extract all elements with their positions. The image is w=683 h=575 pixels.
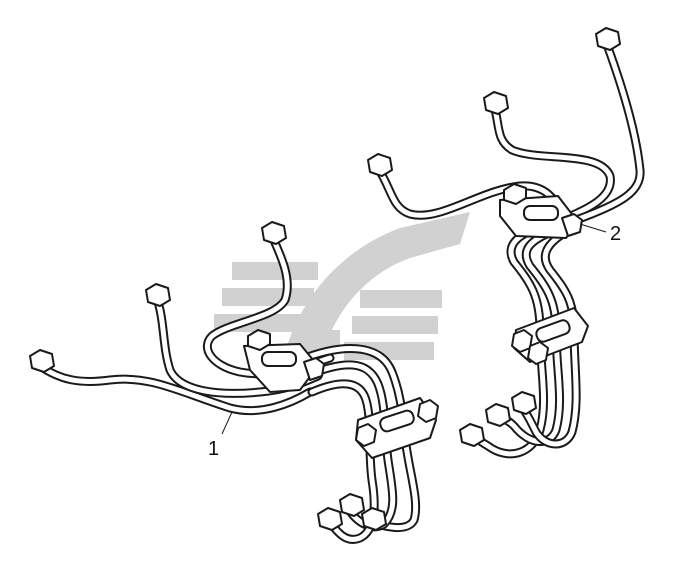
clamp-bolt — [247, 329, 271, 351]
clamp-bolt — [303, 357, 325, 381]
fitting-nut — [339, 493, 365, 517]
fuel-pipe — [465, 221, 553, 459]
watermark-sweep — [286, 212, 470, 360]
fuel-pipe — [307, 379, 379, 544]
callout-label-1: 1 — [208, 438, 220, 460]
watermark-stripe — [352, 316, 438, 334]
fitting-nut — [485, 403, 511, 427]
fuel-pipe — [515, 227, 581, 449]
pipe-clamp — [499, 183, 583, 239]
clamp-bolt — [355, 423, 377, 447]
clamp-bolt — [503, 183, 527, 205]
fitting-nut — [145, 283, 171, 307]
fuel-pipe — [35, 361, 315, 416]
fitting-nut — [261, 221, 287, 245]
fitting-nut — [367, 153, 393, 177]
clamp-bolt — [527, 341, 549, 365]
pipe-clamp — [511, 307, 589, 365]
leader-line-2 — [579, 223, 607, 233]
watermark-stripe — [222, 288, 314, 306]
fitting-nut — [595, 27, 621, 51]
pipe-clamp — [355, 397, 439, 459]
watermark-stripe — [300, 330, 340, 350]
fitting-nut — [317, 507, 343, 531]
fitting-nut — [361, 507, 387, 531]
callout-label-2: 2 — [610, 223, 622, 245]
fitting-nut — [459, 423, 485, 447]
fitting-nut — [29, 349, 55, 373]
fuel-pipe — [373, 163, 565, 220]
fuel-pipe — [571, 37, 645, 225]
fitting-nut — [511, 391, 537, 415]
fitting-nut — [483, 91, 509, 115]
watermark-stripe — [360, 290, 442, 308]
fuel-pipe — [489, 101, 615, 223]
pipe-assembly-1 — [29, 221, 439, 544]
clamp-bolt — [561, 213, 583, 237]
leader-line-1 — [221, 411, 233, 435]
fuel-pipe — [489, 225, 565, 446]
clamp-bolt — [417, 399, 439, 423]
pipe-assembly-2 — [367, 27, 645, 459]
pipe-clamp — [243, 329, 325, 393]
watermark-stripe — [232, 262, 318, 280]
